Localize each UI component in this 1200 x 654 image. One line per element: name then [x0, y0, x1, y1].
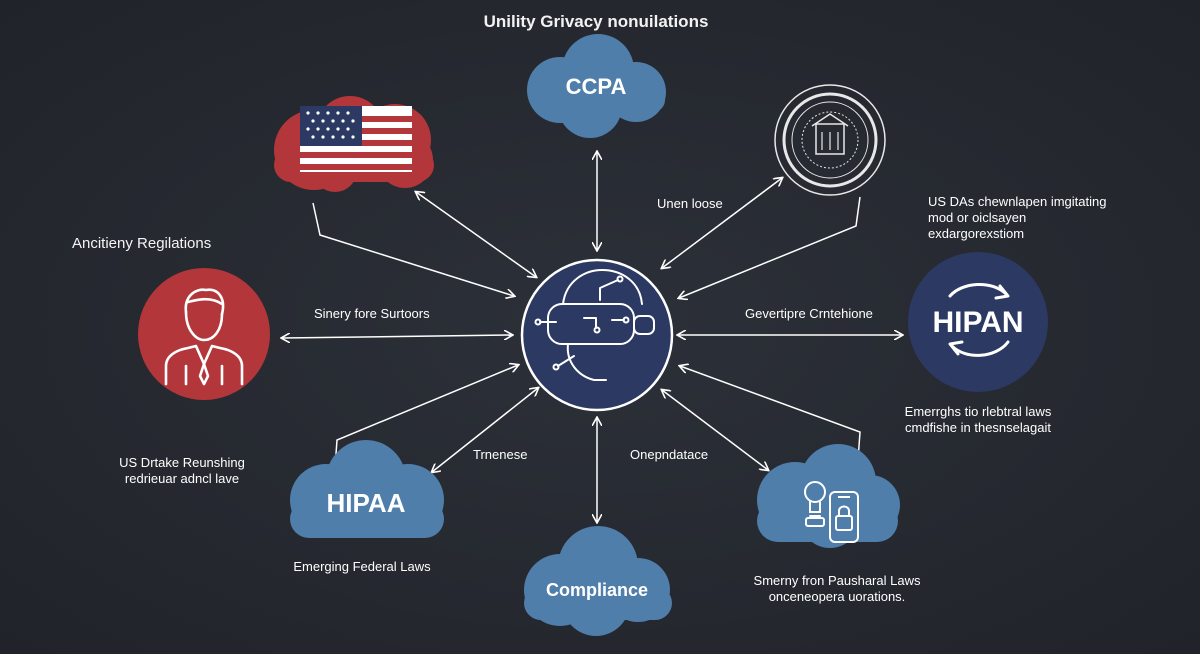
right-lower-line-1: Emerrghs tio rlebtral laws — [904, 404, 1052, 419]
bottom-right-caption-line-1: Smerny fron Pausharal Laws — [753, 573, 921, 588]
government-seal-icon — [774, 84, 886, 196]
left-lower-line-1: US Drtake Reunshing — [119, 455, 245, 470]
person-icon — [164, 288, 244, 386]
phone-lock-icon — [829, 491, 859, 543]
label-bottom-right-arrow: Onepndatace — [630, 447, 709, 462]
label-right-arrow: Gevertipre Crntehione — [745, 306, 873, 321]
label-left-arrow: Sinery fore Surtoors — [314, 306, 430, 321]
right-lower-line-2: cmdfishe in thesnselagait — [905, 420, 1051, 435]
arrow-hipaa — [432, 388, 538, 472]
section-heading: Ancitieny Regilations — [72, 235, 212, 252]
person-circle — [138, 268, 270, 400]
sync-arrows-icon — [948, 282, 1010, 357]
vr-headset-icon — [534, 269, 655, 381]
hipaa-label: HIPAA — [327, 488, 406, 518]
vr-circle — [520, 258, 674, 412]
lightbulb-icon — [804, 481, 826, 527]
compliance-cloud — [524, 526, 672, 636]
ccpa-cloud — [527, 34, 666, 138]
label-top-right-arrow: Unen loose — [657, 196, 723, 211]
right-note: US DAs chewnlapen imgitating mod or oicl… — [928, 194, 1106, 242]
bottom-left-caption: Emerging Federal Laws — [293, 559, 431, 574]
hipan-circle — [908, 252, 1048, 392]
arrow-flag — [416, 192, 536, 277]
hipan-label: HIPAN — [932, 306, 1023, 339]
compliance-label: Compliance — [546, 580, 648, 600]
right-lower-note: Emerrghs tio rlebtral laws cmdfishe in t… — [905, 404, 1052, 436]
ccpa-label: CCPA — [566, 74, 627, 99]
right-note-line-1: US DAs chewnlapen imgitating — [928, 194, 1107, 209]
bottom-right-caption-line-2: onceneopera uorations. — [768, 589, 906, 604]
left-lower-note: US Drtake Reunshing redrieuar adncl lave — [119, 455, 245, 487]
arrow-phone — [662, 390, 768, 470]
label-bottom-left-arrow: Trnenese — [473, 447, 528, 462]
connector-flag-elbow — [312, 202, 514, 296]
phone-cloud — [757, 444, 900, 548]
bottom-right-caption: Smerny fron Pausharal Laws onceneopera u… — [754, 573, 921, 605]
right-note-line-2: mod or oiclsayen — [928, 210, 1027, 225]
right-note-line-3: exdargorexstiom — [928, 226, 1025, 241]
arrow-seal — [662, 178, 782, 268]
arrow-left — [282, 335, 512, 338]
hipaa-cloud — [290, 440, 444, 538]
us-flag-icon — [300, 106, 412, 172]
left-lower-line-2: redrieuar adncl lave — [124, 471, 240, 486]
diagram-title: Unility Grivacy nonuilations — [483, 12, 709, 31]
connector-seal-elbow — [679, 196, 861, 298]
